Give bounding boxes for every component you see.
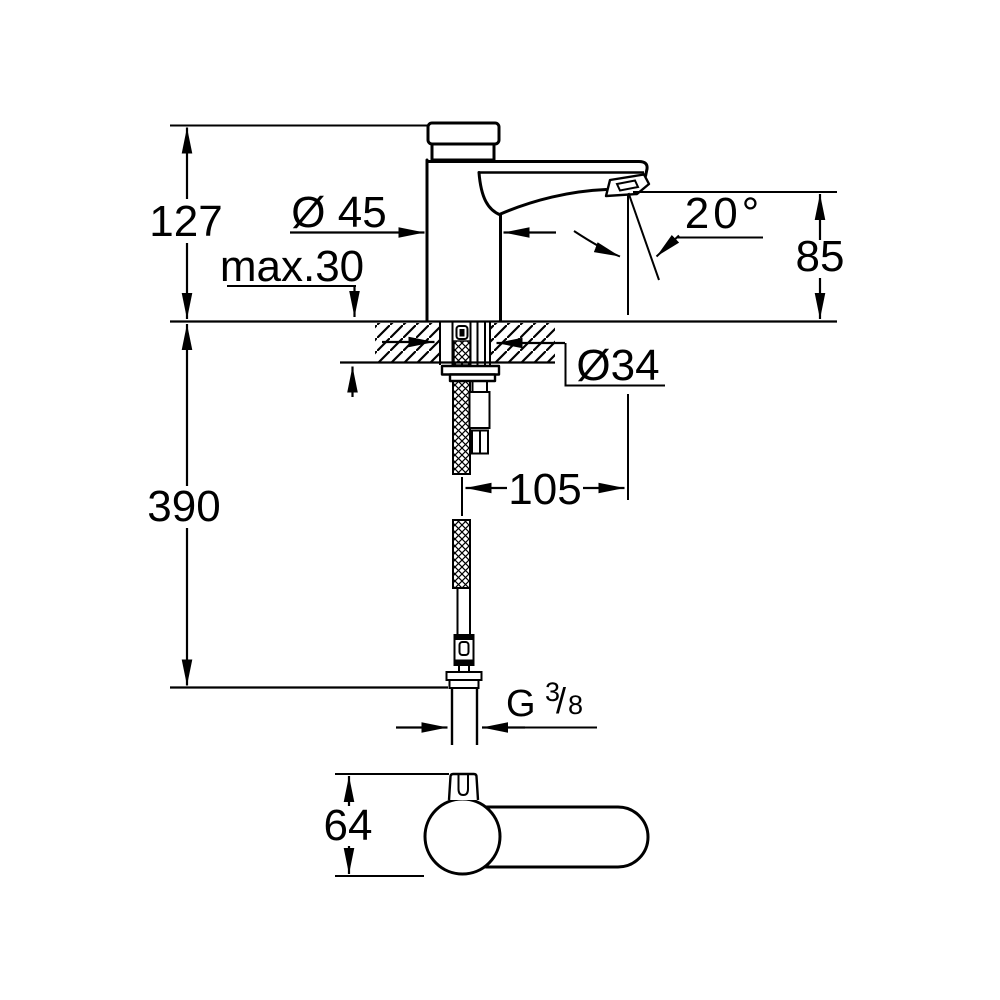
angled-stream-line xyxy=(627,192,660,281)
dimension-label-hole-diameter: Ø34 xyxy=(576,341,659,390)
top-view-tab-slot xyxy=(457,775,469,797)
leader-line xyxy=(564,343,665,387)
valve-inlet-tube xyxy=(471,381,488,392)
dimension-label-outlet-height: 85 xyxy=(796,232,845,281)
connector-neck xyxy=(458,664,470,672)
dimension-label-reach: 105 xyxy=(508,465,581,514)
hex-nut-flange xyxy=(445,671,483,681)
dimension-label-supply-length: 390 xyxy=(147,482,220,531)
angle-arc-arrow xyxy=(573,230,621,258)
thread-tail-pipe xyxy=(450,688,479,745)
braided-hose-upper xyxy=(452,380,471,475)
dimension-label-body-diameter: Ø 45 xyxy=(291,188,386,237)
dimension-label-spout-angle: 20° xyxy=(685,189,764,238)
faucet-body-right-edge xyxy=(477,171,502,323)
dimension-height-127: 127 xyxy=(149,124,427,319)
aerator-slot xyxy=(615,179,640,192)
dimension-annotations: 127 390 Ø 45 max.30 xyxy=(147,124,846,877)
thread-label-denominator: 8 xyxy=(568,690,583,720)
mounting-shank xyxy=(439,322,491,366)
dimension-label-top-width: 64 xyxy=(324,801,373,850)
dimension-top-width-64: 64 xyxy=(324,773,449,877)
thread-label-numerator: 3 xyxy=(545,677,560,707)
dimension-thread-g38: G 3 / 8 xyxy=(396,677,597,733)
leader-arrow xyxy=(655,234,680,258)
top-view-spout xyxy=(484,805,650,869)
dimension-label-counter-max: max.30 xyxy=(220,242,364,291)
label-backing xyxy=(156,486,213,528)
braided-hose-lower xyxy=(452,519,471,589)
faucet-cap xyxy=(426,121,501,146)
thread-label-letter: G xyxy=(506,683,536,725)
faucet-spout-top-edge xyxy=(425,160,649,178)
top-view-faucet xyxy=(423,772,650,876)
faucet-neck xyxy=(430,142,496,162)
hose-end-tube xyxy=(456,588,471,635)
dimension-label-height: 127 xyxy=(149,197,222,246)
dimension-spout-angle-20: 20° xyxy=(573,189,764,500)
dimension-reach-105: 105 xyxy=(461,465,625,516)
dimension-outlet-height-85: 85 xyxy=(633,191,846,319)
label-backing xyxy=(326,806,372,846)
hex-nut-body xyxy=(448,679,480,689)
dimension-supply-390: 390 xyxy=(147,324,448,689)
aerator-outlet xyxy=(604,173,651,198)
dimension-counter-max30: max.30 xyxy=(220,242,364,397)
shank-cable xyxy=(459,329,465,337)
mounting-flange-upper xyxy=(440,364,501,376)
dimension-body-diameter-45: Ø 45 xyxy=(290,188,556,238)
hose-end-connector xyxy=(445,634,483,689)
shank-thread xyxy=(453,340,471,366)
front-view-faucet xyxy=(425,121,651,323)
connector-bottom-band xyxy=(454,659,474,665)
valve-body xyxy=(468,391,491,429)
connector-slot xyxy=(458,641,470,656)
thread-label-slash: / xyxy=(556,680,566,721)
top-view-body xyxy=(423,797,502,876)
dimension-hole-diameter-34: Ø34 xyxy=(382,336,665,390)
connector-top-band xyxy=(454,635,474,640)
under-counter-assembly xyxy=(439,322,501,745)
label-backing xyxy=(160,199,213,243)
faucet-spout-underside xyxy=(499,188,608,216)
top-view-sensor-tab xyxy=(447,772,480,801)
label-backing xyxy=(794,240,846,278)
check-valve-assembly xyxy=(468,381,491,455)
